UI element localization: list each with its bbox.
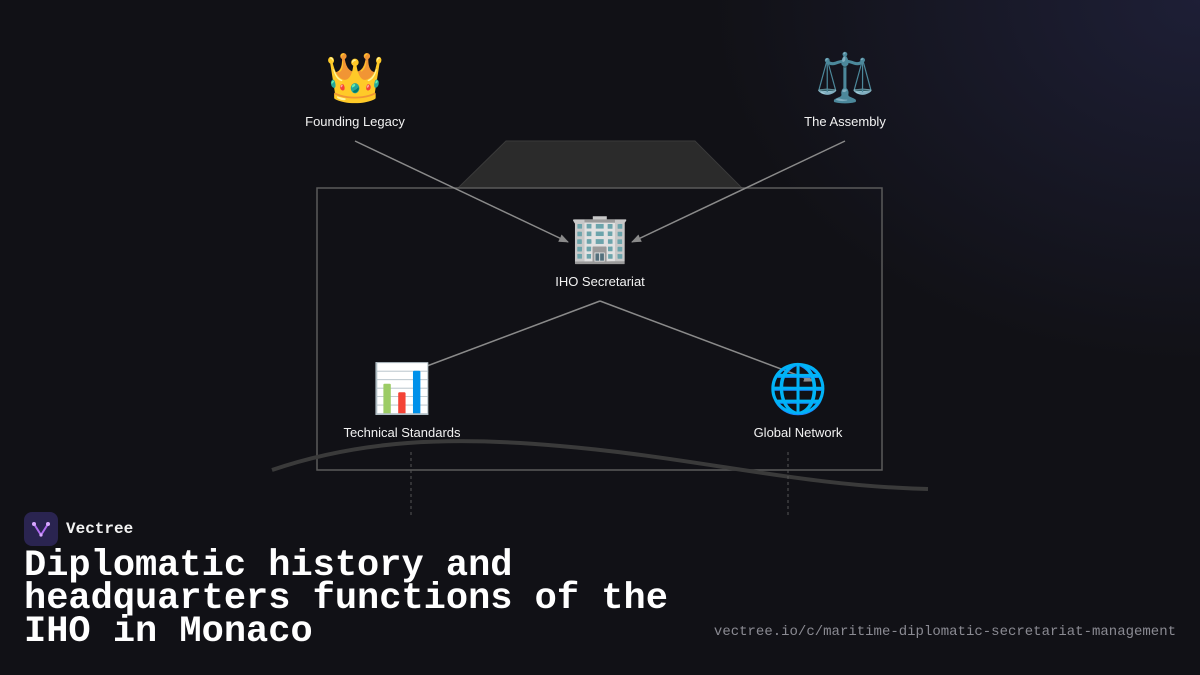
node-label: Founding Legacy — [305, 114, 405, 129]
office-building-icon: 🏢 — [570, 210, 630, 266]
building-outline — [316, 187, 883, 471]
crown-icon: 👑 — [325, 50, 385, 106]
vectree-logo-icon — [24, 512, 58, 546]
node-founding-legacy: 👑 Founding Legacy — [255, 48, 455, 129]
node-label: IHO Secretariat — [555, 274, 645, 289]
edge-iho-to-global — [599, 300, 814, 382]
edge-assembly-to-iho — [631, 140, 846, 243]
bar-chart-icon: 📊 — [372, 361, 432, 417]
page-title: Diplomatic history and headquarters func… — [24, 545, 668, 653]
node-label: The Assembly — [804, 114, 886, 129]
edge-iho-to-technical — [386, 300, 601, 382]
brand: Vectree — [24, 512, 133, 546]
node-label: Global Network — [753, 425, 843, 440]
edge-founding-to-iho — [354, 140, 569, 243]
node-the-assembly: ⚖️ The Assembly — [745, 48, 945, 129]
globe-icon: 🌐 — [768, 361, 828, 417]
node-global-network: 🌐 Global Network — [698, 359, 898, 440]
brand-name: Vectree — [66, 520, 134, 538]
ground-curve — [271, 439, 929, 491]
node-label: Technical Standards — [343, 425, 461, 440]
scales-icon: ⚖️ — [815, 50, 875, 106]
source-url: vectree.io/c/maritime-diplomatic-secreta… — [713, 624, 1176, 640]
node-technical-standards: 📊 Technical Standards — [302, 359, 502, 440]
building-roof — [456, 140, 744, 189]
node-iho-secretariat: 🏢 IHO Secretariat — [500, 208, 700, 289]
